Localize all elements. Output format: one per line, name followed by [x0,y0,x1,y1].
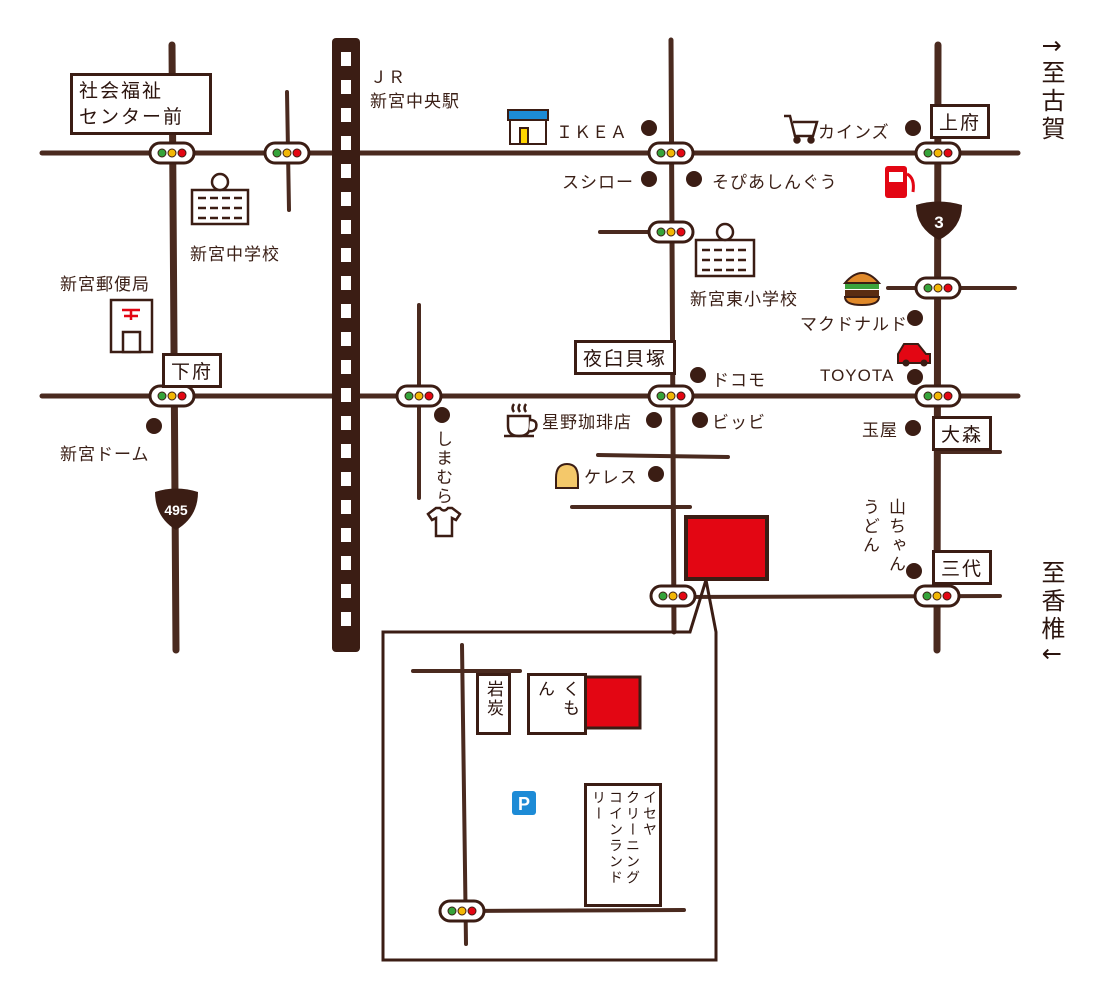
svg-text:3: 3 [934,213,943,232]
label-elem: 新宮東小学校 [690,290,798,310]
label-mcd: マクドナルド [800,315,908,335]
traffic-signal-icon [647,220,695,244]
intersection-omori: 大森 [932,416,993,451]
route-3-shield: 3 [916,201,962,240]
landmark-dot [692,412,708,428]
landmark-dot [641,120,657,136]
landmark-dot [905,420,921,436]
label-sobi: そぴあしんぐう [712,173,838,193]
ikea-store-icon [507,109,549,145]
tshirt-icon [426,506,462,538]
bread-icon [555,462,579,489]
label-docomo: ドコモ [712,371,766,391]
inset-frame [381,579,718,962]
burger-icon [842,272,882,307]
direction-koga: ↑至古賀 [1037,36,1065,145]
label-hoshino: 星野珈琲店 [542,413,632,433]
landmark-dot [906,563,922,579]
target-shop-marker [684,515,769,581]
landmark-dot [641,171,657,187]
direction-kashii: 至香椎↓ [1037,560,1065,669]
landmark-dot [690,367,706,383]
intersection-sandai: 三代 [932,550,993,585]
traffic-signal-icon [914,141,962,165]
label-udon: 山ちゃん うどん [859,498,905,574]
traffic-signal-icon [647,384,695,408]
route-495-shield: 495 [155,488,198,530]
gas-station-icon [885,166,915,198]
traffic-signal-icon [914,384,962,408]
landmark-dot [907,369,923,385]
traffic-signal-icon [647,141,695,165]
car-icon [897,343,931,367]
traffic-signal-icon [395,384,443,408]
inset-kumon: くもん [527,673,587,735]
inset-target-shop [580,675,642,730]
landmark-dot [686,171,702,187]
elem-building-icon [694,222,756,278]
landmark-dot [907,310,923,326]
label-dome: 新宮ドーム [60,445,150,465]
intersection-shimofu: 下府 [162,353,223,388]
intersection-kamifu: 上府 [930,104,991,139]
label-keres: ケレス [584,468,638,488]
cart-icon [784,114,819,144]
traffic-signal-icon [914,276,962,300]
landmark-dot [646,412,662,428]
label-jhs: 新宮中学校 [190,245,280,265]
intersection-yausu: 夜臼貝塚 [574,340,677,375]
inset-iwasumi: 岩炭 [476,673,511,735]
landmark-dot [146,418,162,434]
coffee-cup-icon [504,403,538,438]
label-cainz: カインズ [818,123,890,143]
traffic-signal-icon [649,584,697,608]
landmark-dot [434,407,450,423]
landmark-dots [146,120,923,579]
landmark-dot [905,120,921,136]
label-tamaya: 玉屋 [862,421,898,441]
traffic-signal-icon [913,584,961,608]
traffic-signals [148,141,962,923]
traffic-signal-icon [438,899,486,923]
label-ikea: ＩＫＥＡ [556,123,628,143]
traffic-signal-icon [263,141,311,165]
traffic-signal-icon [148,141,196,165]
post-office-icon [109,298,154,354]
jr-railway [332,38,360,652]
label-jr-station: ＪＲ 新宮中央駅 [370,68,460,112]
svg-text:495: 495 [164,502,188,518]
label-post: 新宮郵便局 [60,275,150,295]
jhs-building-icon [190,172,250,226]
intersection-shakai: 社会福祉 センター前 [70,73,212,135]
inset-cleaning: イセヤ クリーニング コインランドリー [584,783,662,907]
traffic-signal-icon [148,384,196,408]
label-shimamura: しまむら [432,430,452,506]
label-sushiro: スシロー [562,173,634,193]
parking-icon [512,791,536,815]
svg-text:P: P [518,794,530,814]
landmark-dot [648,466,664,482]
label-toyota: TOYOTA [820,366,895,385]
label-bibi: ビッビ [712,413,766,433]
